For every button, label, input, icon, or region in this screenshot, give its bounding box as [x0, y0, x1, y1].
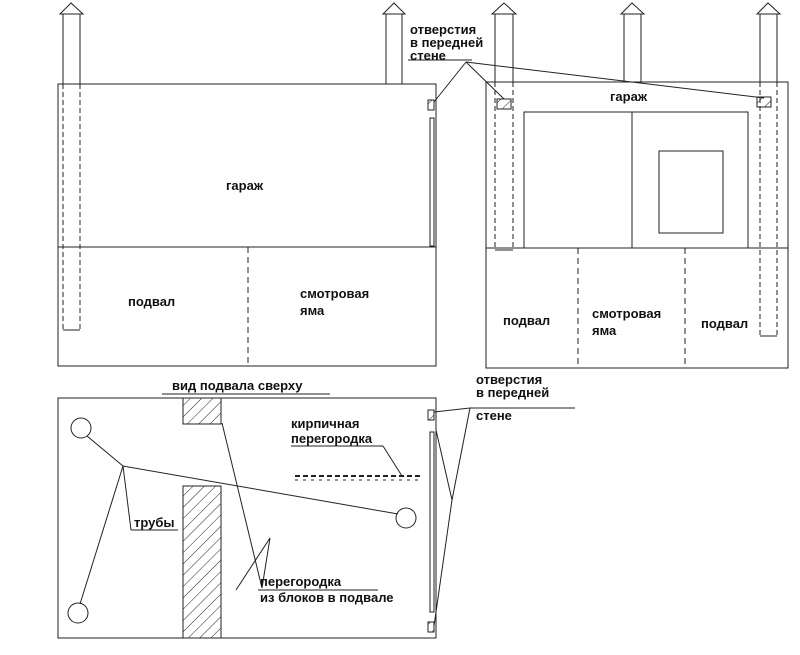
label-brick-partition-2: перегородка — [291, 431, 373, 446]
label-pit-right-1: смотровая — [592, 306, 661, 321]
label-pipes: трубы — [134, 515, 175, 530]
basement-plan-view — [57, 397, 437, 639]
gate-wicket — [658, 150, 724, 234]
left-wall-opening — [427, 99, 435, 111]
plan-opening-bottom — [427, 621, 435, 633]
partition-stub-top — [182, 397, 222, 425]
left-gate-edge — [429, 117, 435, 247]
pipe-3 — [67, 602, 89, 624]
label-garage-right: гараж — [610, 89, 648, 104]
label-block-partition-2: из блоков в подвале — [260, 590, 394, 605]
label-openings-bottom-3: стене — [476, 408, 512, 423]
label-pit-left-2: яма — [300, 303, 325, 318]
pipe-1 — [70, 417, 92, 439]
label-basement-left: подвал — [128, 294, 175, 309]
right-building-outline — [485, 81, 789, 369]
label-basement-right-a: подвал — [503, 313, 550, 328]
left-side-view — [57, 2, 437, 367]
label-openings-top-2: в передней — [410, 35, 483, 50]
label-brick-partition-1: кирпичная — [291, 416, 360, 431]
chimney-left-2 — [381, 2, 407, 84]
label-basement-top-view: вид подвала сверху — [172, 378, 303, 393]
label-openings-top-1: отверстия — [410, 22, 476, 37]
label-garage-left: гараж — [226, 178, 264, 193]
chimney-right-1 — [490, 2, 518, 251]
plan-gate-edge — [429, 431, 435, 613]
label-pit-right-2: яма — [592, 323, 617, 338]
label-openings-bottom-2: в передней — [476, 385, 549, 400]
right-opening-2 — [756, 96, 772, 108]
label-pit-left-1: смотровая — [300, 286, 369, 301]
block-partition — [182, 485, 222, 639]
label-basement-right-b: подвал — [701, 316, 748, 331]
right-opening-1 — [496, 98, 512, 110]
plan-opening-top — [427, 409, 435, 421]
pipe-2 — [395, 507, 417, 529]
chimney-right-3 — [755, 2, 782, 337]
chimney-right-2 — [619, 2, 646, 82]
leader-lines — [79, 59, 765, 627]
label-block-partition-1: перегородка — [260, 574, 342, 589]
label-openings-bottom-1: отверстия — [476, 372, 542, 387]
plan-outline — [57, 397, 437, 639]
label-openings-top-3: стене — [410, 48, 446, 63]
chimney-left-1 — [58, 2, 85, 331]
garage-gate — [523, 111, 749, 249]
left-building-outline — [57, 83, 437, 367]
